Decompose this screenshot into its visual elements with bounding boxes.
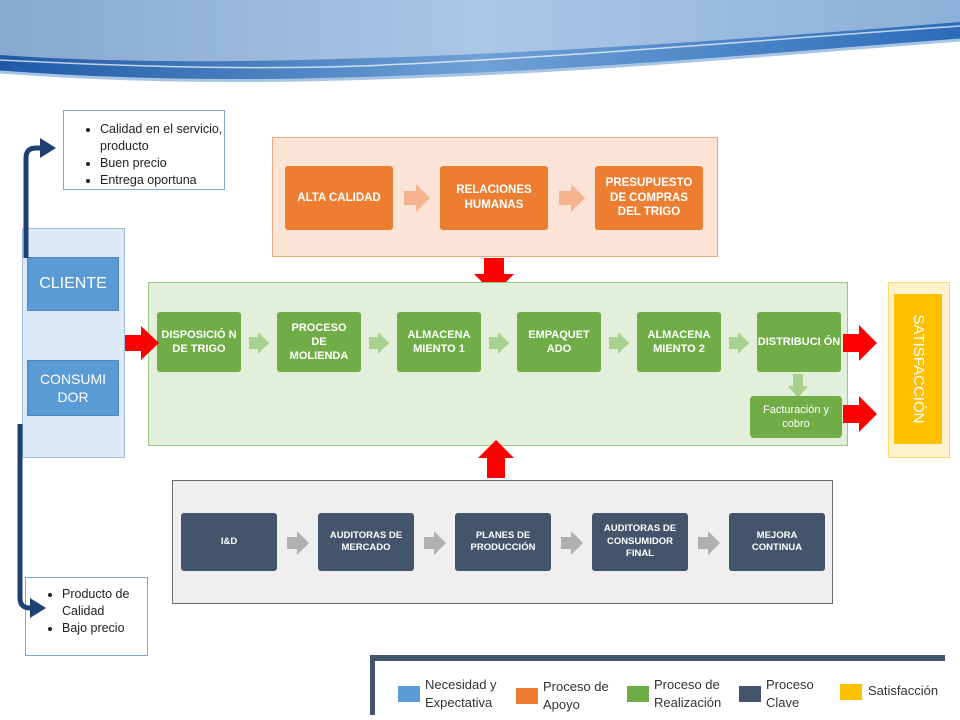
chevron-arrow-icon [404,184,430,212]
support-process-box: PRESUPUESTO DE COMPRAS DEL TRIGO [595,166,703,230]
realization-process-box: ALMACENA MIENTO 2 [637,312,721,372]
chevron-down-icon [788,374,808,398]
legend-top-bar [370,655,945,661]
legend-swatch-support [516,688,538,704]
client-need-item: Buen precio [100,155,224,172]
consumer-need-item: Bajo precio [62,620,147,637]
legend-label-realization: Proceso de Realización [654,677,722,710]
realization-process-label: ALMACENA MIENTO 2 [647,328,711,355]
key-process-box: PLANES DE PRODUCCIÓN [455,513,551,571]
client-need-item: Entrega oportuna [100,172,224,189]
realization-process-box: EMPAQUET ADO [517,312,601,372]
chevron-arrow-icon [698,531,720,555]
client-need-item: Calidad en el servicio, producto [100,121,224,155]
consumer-need-item: Producto de Calidad [62,586,147,620]
legend-swatch-satisfaction [840,684,862,700]
realization-process-box: ALMACENA MIENTO 1 [397,312,481,372]
realization-process-box: PROCESO DE MOLIENDA [277,312,361,372]
realization-process-box: DISPOSICIÓ N DE TRIGO [157,312,241,372]
realization-process-box: DISTRIBUCI ÓN [757,312,841,372]
red-right-arrow [843,325,877,361]
chevron-arrow-icon [369,332,389,354]
satisfaction-label: SATISFACCIÓN [909,314,927,424]
realization-process-label: DISTRIBUCI ÓN [757,335,841,348]
chevron-arrow-icon [609,332,629,354]
consumer-label: CONSUMI DOR [39,370,107,405]
key-process-label: MEJORA CONTINUA [751,529,803,553]
red-right-arrow [843,396,877,432]
realization-process-label: PROCESO DE MOLIENDA [289,321,349,363]
red-up-arrow [478,440,514,478]
legend-label-key: Proceso Clave [766,677,814,710]
key-process-box: MEJORA CONTINUA [729,513,825,571]
support-process-label: ALTA CALIDAD [297,191,381,204]
legend-label-need: Necesidad y Expectativa [425,677,497,710]
key-process-label: AUDITORAS DE MERCADO [329,529,403,553]
key-process-label: AUDITORAS DE CONSUMIDOR FINAL [603,523,677,560]
support-process-label: PRESUPUESTO DE COMPRAS DEL TRIGO [605,176,693,219]
chevron-arrow-icon [559,184,585,212]
support-process-label: RELACIONES HUMANAS [456,184,532,211]
realization-process-label: EMPAQUET ADO [528,328,590,355]
client-label: CLIENTE [39,274,107,292]
chevron-arrow-icon [729,332,749,354]
red-down-arrow [474,258,514,294]
support-process-box: ALTA CALIDAD [285,166,393,230]
chevron-arrow-icon [249,332,269,354]
client-box: CLIENTE [27,257,119,311]
satisfaction-box [894,294,942,444]
chevron-arrow-icon [424,531,446,555]
chevron-arrow-icon [287,531,309,555]
billing-box: Facturación y cobro [750,396,842,438]
legend-swatch-need [398,686,420,702]
key-process-box: I&D [181,513,277,571]
consumer-needs-note: Producto de Calidad Bajo precio [25,577,148,656]
legend-swatch-realization [627,686,649,702]
red-right-arrow [125,326,159,360]
support-process-box: RELACIONES HUMANAS [440,166,548,230]
key-process-box: AUDITORAS DE CONSUMIDOR FINAL [592,513,688,571]
realization-process-label: DISPOSICIÓ N DE TRIGO [161,328,237,355]
legend-swatch-key [739,686,761,702]
consumer-box: CONSUMI DOR [27,360,119,416]
consumer-connector-arrow [17,424,46,618]
client-needs-note: Calidad en el servicio, producto Buen pr… [63,110,225,190]
client-connector-arrow [23,138,56,258]
key-process-box: AUDITORAS DE MERCADO [318,513,414,571]
chevron-arrow-icon [489,332,509,354]
legend-label-support: Proceso de Apoyo [543,679,609,712]
legend-label-satisfaction: Satisfacción [868,683,939,698]
billing-label: Facturación y cobro [762,403,830,430]
key-process-label: I&D [220,535,238,547]
legend-left-bar [370,655,375,715]
realization-process-label: ALMACENA MIENTO 1 [407,328,471,355]
realization-processes-panel [148,282,848,446]
header-wave-decoration [0,0,960,83]
key-process-label: PLANES DE PRODUCCIÓN [470,529,536,553]
chevron-arrow-icon [561,531,583,555]
